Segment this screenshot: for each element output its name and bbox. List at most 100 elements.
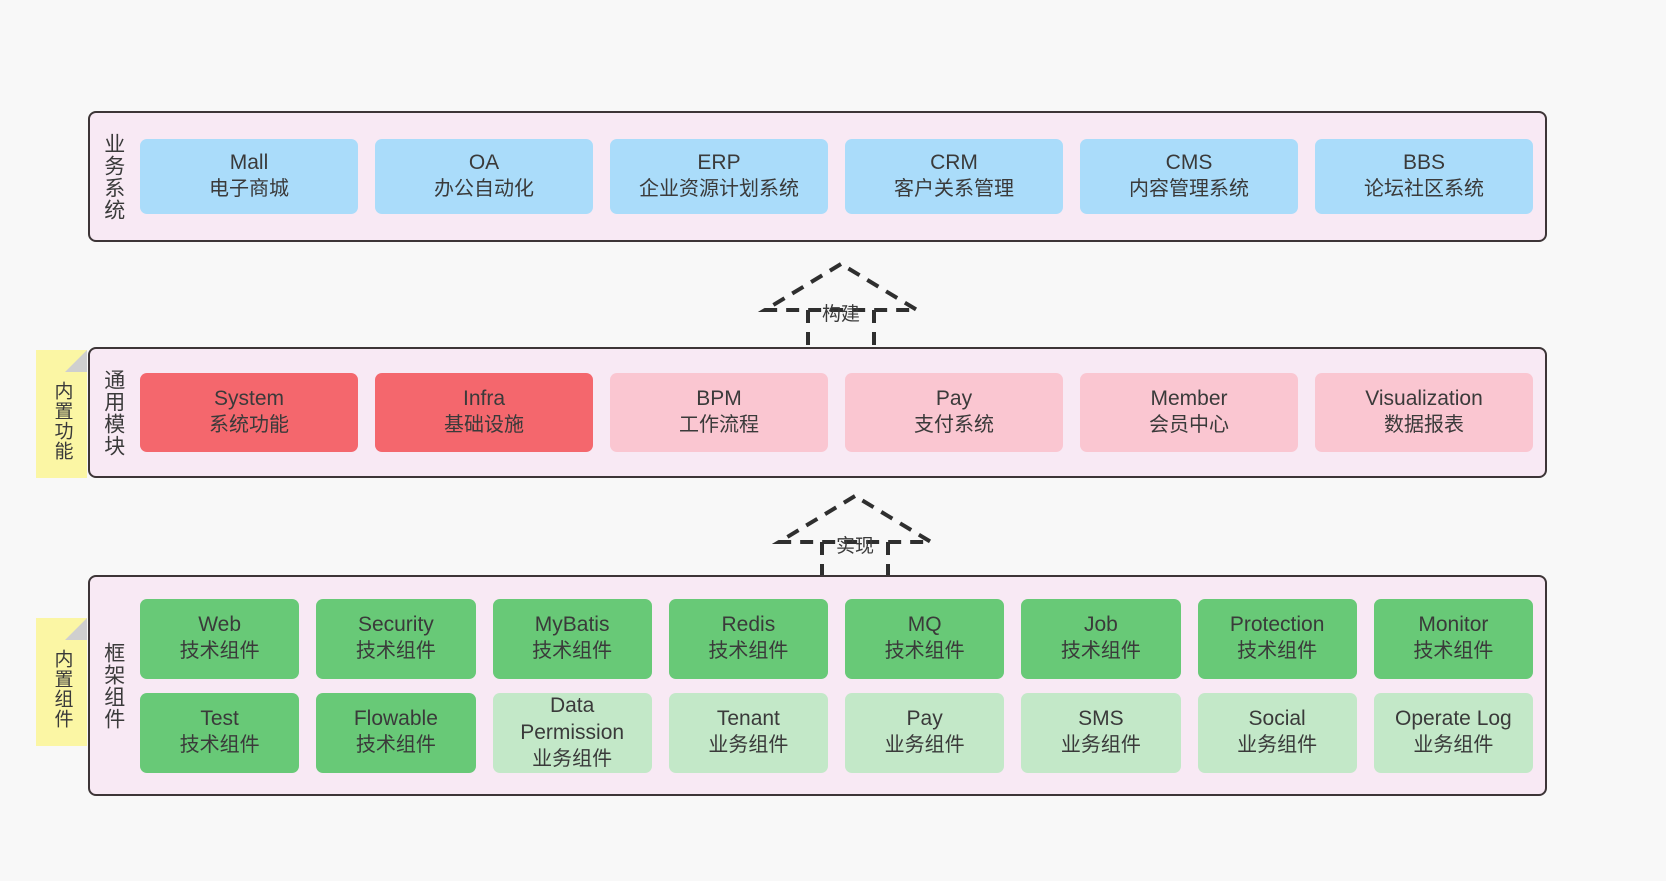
card-subtitle: 数据报表 xyxy=(1384,414,1464,437)
card-subtitle: 技术组件 xyxy=(1413,640,1494,663)
card-member[interactable]: Member 会员中心 xyxy=(1080,373,1298,452)
card-visualization[interactable]: Visualization 数据报表 xyxy=(1315,373,1533,452)
card-infra[interactable]: Infra 基础设施 xyxy=(375,373,593,452)
card-subtitle: 技术组件 xyxy=(708,640,789,663)
card-row: Web 技术组件 Security 技术组件 MyBatis 技术组件 Redi… xyxy=(140,598,1533,679)
card-title: Security xyxy=(357,613,434,637)
note-label: 内置组件 xyxy=(51,649,73,729)
card-title: Pay xyxy=(935,387,973,411)
card-title: ERP xyxy=(697,151,741,175)
card-title: Data Permission xyxy=(520,693,625,744)
layer-body-framework: Web 技术组件 Security 技术组件 MyBatis 技术组件 Redi… xyxy=(136,577,1545,794)
card-social[interactable]: Social 业务组件 xyxy=(1197,692,1357,773)
card-bpm[interactable]: BPM 工作流程 xyxy=(610,373,828,452)
card-flowable[interactable]: Flowable 技术组件 xyxy=(316,692,476,773)
card-redis[interactable]: Redis 技术组件 xyxy=(668,598,828,679)
card-subtitle: 内容管理系统 xyxy=(1129,178,1249,201)
card-title: Protection xyxy=(1229,613,1325,637)
card-subtitle: 企业资源计划系统 xyxy=(639,178,799,201)
card-operate-log[interactable]: Operate Log 业务组件 xyxy=(1373,692,1533,773)
card-title: MyBatis xyxy=(534,613,610,637)
card-job[interactable]: Job 技术组件 xyxy=(1021,598,1181,679)
card-tenant[interactable]: Tenant 业务组件 xyxy=(668,692,828,773)
card-mybatis[interactable]: MyBatis 技术组件 xyxy=(492,598,652,679)
note-builtin-function: 内置功能 xyxy=(36,350,87,478)
layer-business-systems: 业务系统 Mall 电子商城 OA 办公自动化 ERP 企业资源计划系统 CRM… xyxy=(88,111,1547,242)
card-subtitle: 业务组件 xyxy=(532,747,613,770)
card-cms[interactable]: CMS 内容管理系统 xyxy=(1080,139,1298,214)
card-crm[interactable]: CRM 客户关系管理 xyxy=(845,139,1063,214)
card-row: System 系统功能 Infra 基础设施 BPM 工作流程 Pay 支付系统… xyxy=(140,373,1533,452)
card-title: Redis xyxy=(721,613,776,637)
layer-body-business: Mall 电子商城 OA 办公自动化 ERP 企业资源计划系统 CRM 客户关系… xyxy=(136,113,1545,240)
card-title: Pay xyxy=(906,707,943,731)
card-subtitle: 技术组件 xyxy=(179,640,260,663)
card-subtitle: 技术组件 xyxy=(1237,640,1318,663)
card-subtitle: 技术组件 xyxy=(884,640,965,663)
card-system[interactable]: System 系统功能 xyxy=(140,373,358,452)
card-subtitle: 工作流程 xyxy=(679,414,759,437)
card-subtitle: 技术组件 xyxy=(355,640,436,663)
card-title: Infra xyxy=(462,387,506,411)
card-security[interactable]: Security 技术组件 xyxy=(316,598,476,679)
card-subtitle: 业务组件 xyxy=(1060,734,1141,757)
card-title: CMS xyxy=(1165,151,1213,175)
card-title: Web xyxy=(198,613,242,637)
card-title: Job xyxy=(1083,613,1118,637)
card-protection[interactable]: Protection 技术组件 xyxy=(1197,598,1357,679)
connector-build: 构建 xyxy=(756,258,926,356)
card-pay-business[interactable]: Pay 业务组件 xyxy=(845,692,1005,773)
card-title: BBS xyxy=(1402,151,1446,175)
card-subtitle: 支付系统 xyxy=(914,414,994,437)
note-builtin-component: 内置组件 xyxy=(36,618,87,746)
connector-realize: 实现 xyxy=(770,490,940,588)
card-subtitle: 业务组件 xyxy=(1413,734,1494,757)
layer-title-modules: 通用模块 xyxy=(101,368,125,457)
card-sms[interactable]: SMS 业务组件 xyxy=(1021,692,1181,773)
card-title: Tenant xyxy=(716,707,780,731)
card-title: System xyxy=(213,387,284,411)
card-subtitle: 论坛社区系统 xyxy=(1364,178,1484,201)
card-subtitle: 电子商城 xyxy=(209,178,289,201)
card-subtitle: 业务组件 xyxy=(1237,734,1318,757)
card-title: CRM xyxy=(930,151,978,175)
layer-framework-components: 框架组件 Web 技术组件 Security 技术组件 MyBatis 技术组件… xyxy=(88,575,1547,796)
card-title: Social xyxy=(1248,707,1306,731)
card-mall[interactable]: Mall 电子商城 xyxy=(140,139,358,214)
card-erp[interactable]: ERP 企业资源计划系统 xyxy=(610,139,828,214)
card-monitor[interactable]: Monitor 技术组件 xyxy=(1373,598,1533,679)
card-data-permission[interactable]: Data Permission 业务组件 xyxy=(492,692,652,773)
card-pay[interactable]: Pay 支付系统 xyxy=(845,373,1063,452)
card-subtitle: 技术组件 xyxy=(179,734,260,757)
card-title: Test xyxy=(200,707,239,731)
layer-common-modules: 通用模块 System 系统功能 Infra 基础设施 BPM 工作流程 Pay… xyxy=(88,347,1547,478)
card-title: Visualization xyxy=(1365,387,1483,411)
card-subtitle: 业务组件 xyxy=(884,734,965,757)
card-title: Flowable xyxy=(353,707,438,731)
card-title: Operate Log xyxy=(1394,707,1512,731)
card-title: OA xyxy=(468,151,500,175)
card-oa[interactable]: OA 办公自动化 xyxy=(375,139,593,214)
layer-title-business: 业务系统 xyxy=(101,132,125,221)
card-test[interactable]: Test 技术组件 xyxy=(140,692,300,773)
generalization-triangle-icon xyxy=(771,493,939,544)
card-subtitle: 基础设施 xyxy=(444,414,524,437)
card-bbs[interactable]: BBS 论坛社区系统 xyxy=(1315,139,1533,214)
card-row: Test 技术组件 Flowable 技术组件 Data Permission … xyxy=(140,692,1533,773)
card-title: BPM xyxy=(696,387,742,411)
card-subtitle: 会员中心 xyxy=(1149,414,1229,437)
layer-body-modules: System 系统功能 Infra 基础设施 BPM 工作流程 Pay 支付系统… xyxy=(136,349,1545,476)
card-subtitle: 办公自动化 xyxy=(434,178,534,201)
note-label: 内置功能 xyxy=(51,381,73,461)
card-subtitle: 客户关系管理 xyxy=(894,178,1014,201)
card-web[interactable]: Web 技术组件 xyxy=(140,598,300,679)
card-mq[interactable]: MQ 技术组件 xyxy=(845,598,1005,679)
card-subtitle: 技术组件 xyxy=(1060,640,1141,663)
card-title: SMS xyxy=(1078,707,1124,731)
card-title: Mall xyxy=(229,151,269,175)
card-subtitle: 业务组件 xyxy=(708,734,789,757)
layer-title-framework: 框架组件 xyxy=(101,641,125,730)
card-title: Member xyxy=(1150,387,1228,411)
card-subtitle: 系统功能 xyxy=(209,414,289,437)
